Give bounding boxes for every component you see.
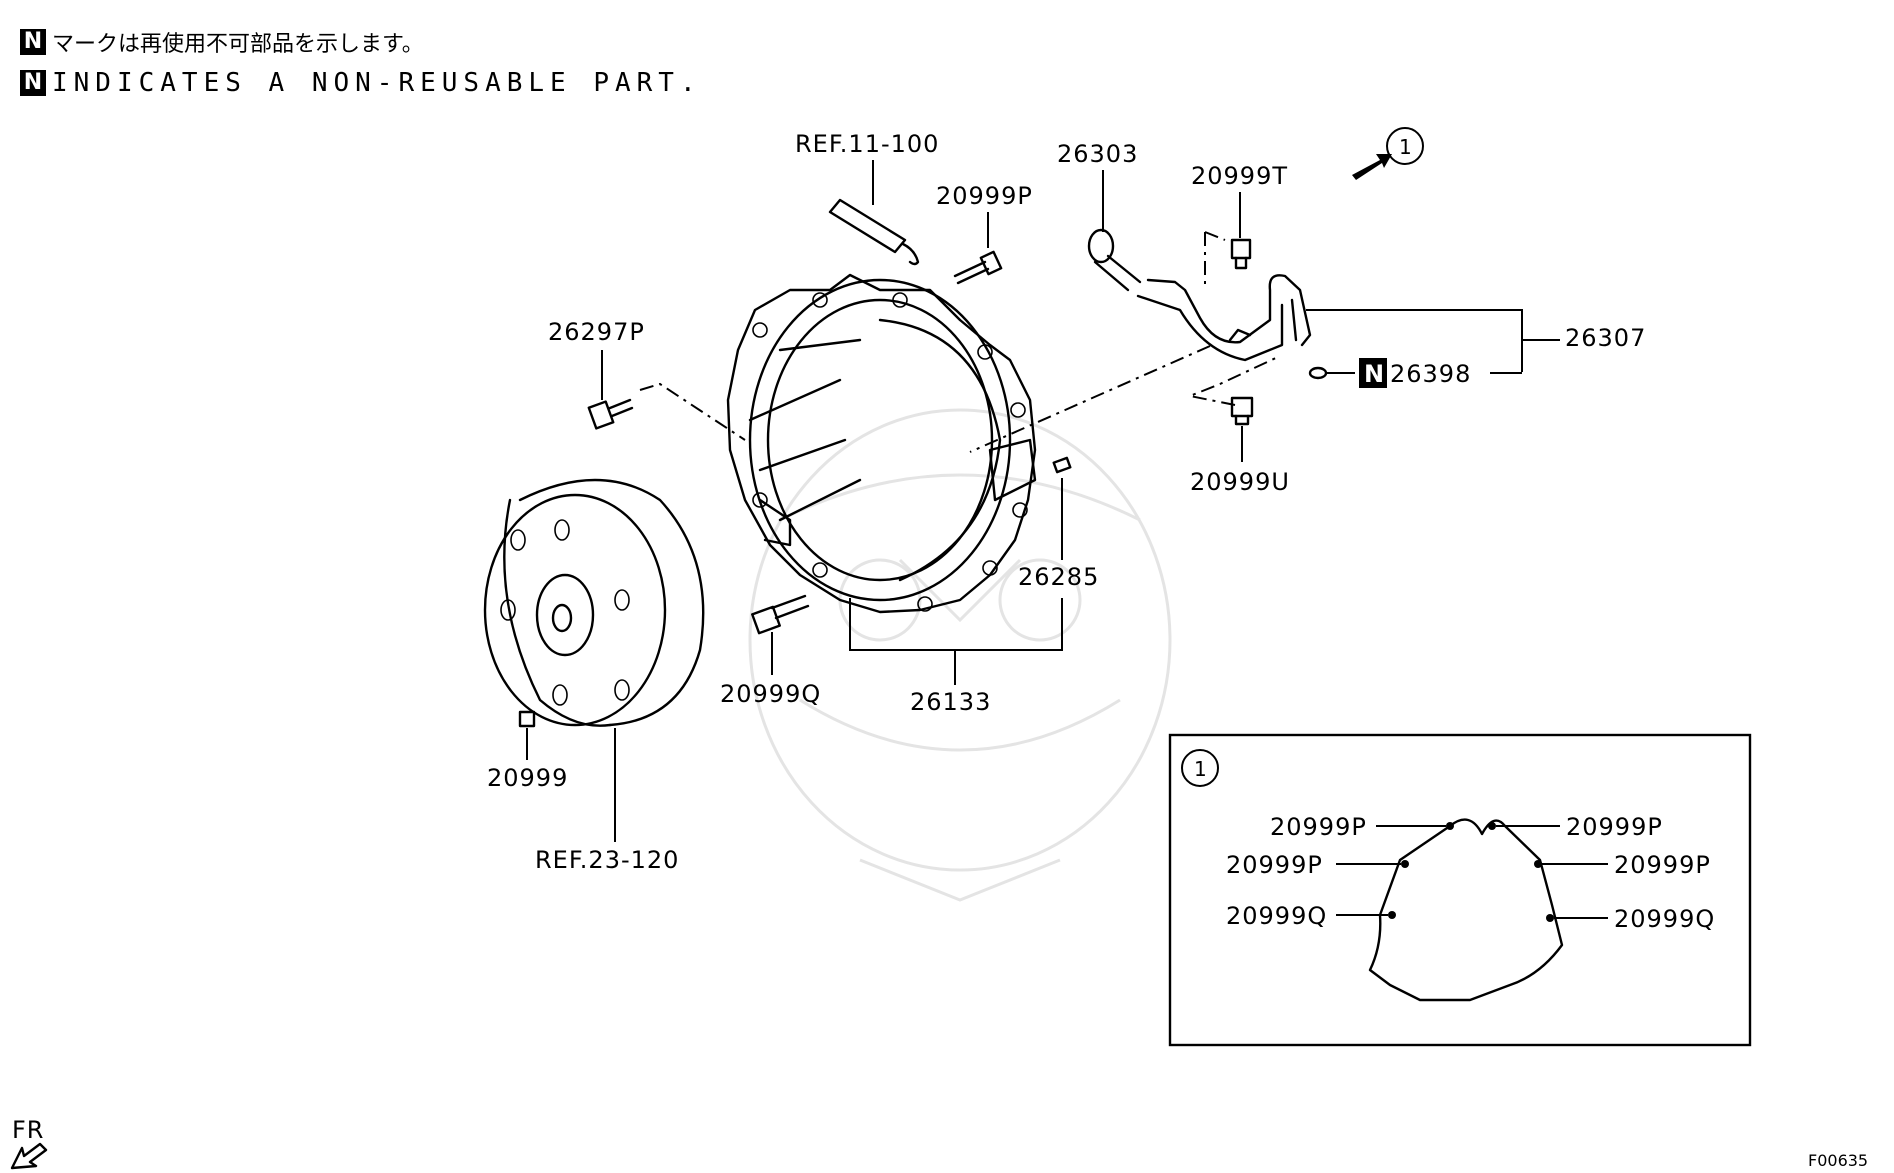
dipstick-26303 (1087, 228, 1142, 292)
inset-label-right-3: 20999Q (1614, 905, 1715, 933)
dipstick-tube-26307 (1136, 274, 1312, 362)
torque-converter (483, 478, 705, 727)
svg-text:1: 1 (1399, 135, 1412, 159)
label-26297p: 26297P (548, 318, 645, 346)
inset-leaders (1336, 825, 1608, 919)
view-marker: 1 (1352, 127, 1424, 180)
inset-label-left-2: 20999P (1226, 851, 1323, 879)
front-arrow-icon (10, 1142, 48, 1170)
mark-26398: N (1364, 360, 1384, 388)
bolt-20999 (518, 710, 536, 728)
figure-code: F00635 (1808, 1151, 1868, 1170)
dash-20999t (1204, 231, 1226, 290)
svg-text:1: 1 (1194, 757, 1207, 781)
label-26307: 26307 (1565, 324, 1646, 352)
label-20999q: 20999Q (720, 680, 821, 708)
non-reusable-mark-26398 (1359, 358, 1387, 388)
watermark-emblem (748, 408, 1172, 902)
dowel-pin-26285 (1052, 456, 1072, 474)
label-ref-11-100: REF.11-100 (795, 130, 939, 158)
label-26398: 26398 (1390, 360, 1471, 388)
non-reusable-mark: N (20, 29, 46, 55)
label-26285: 26285 (1018, 563, 1099, 591)
inset-label-left-3: 20999Q (1226, 902, 1327, 930)
bolt-20999u (1230, 396, 1254, 426)
inset-housing-outline (1368, 818, 1564, 1002)
inset-marker: 1 (1181, 749, 1219, 787)
legend-japanese: N マークは再使用不可部品を示します。 (20, 26, 424, 58)
o-ring-26398 (1308, 366, 1328, 380)
leader-26307 (1306, 309, 1560, 372)
label-20999: 20999 (487, 764, 568, 792)
label-20999p-top: 20999P (936, 182, 1033, 210)
label-20999t: 20999T (1191, 162, 1288, 190)
label-ref-23-120: REF.23-120 (535, 846, 679, 874)
label-26133: 26133 (910, 688, 991, 716)
inset-view-box (1168, 733, 1752, 1047)
non-reusable-mark: N (20, 70, 46, 96)
legend-japanese-text: マークは再使用不可部品を示します。 (52, 32, 424, 57)
bolt-26297p (587, 398, 634, 430)
label-20999u: 20999U (1190, 468, 1290, 496)
sealant-tube (828, 198, 920, 266)
label-fr: FR (12, 1116, 44, 1144)
bolt-20999t (1230, 238, 1252, 270)
bolt-20999q (751, 594, 810, 635)
inset-label-left-1: 20999P (1270, 813, 1367, 841)
inset-label-right-1: 20999P (1566, 813, 1663, 841)
legend-english-text: INDICATES A NON-REUSABLE PART. (52, 68, 702, 98)
label-26303: 26303 (1057, 140, 1138, 168)
leader-26133 (849, 598, 1063, 685)
inset-label-right-2: 20999P (1614, 851, 1711, 879)
converter-housing-26133 (726, 273, 1037, 614)
dash-26297p (639, 382, 746, 441)
bolt-20999p-top (953, 250, 1003, 285)
dash-20999u (1186, 355, 1281, 406)
inset-bolt-points (1388, 822, 1554, 922)
legend-english: N INDICATES A NON-REUSABLE PART. (20, 68, 702, 98)
